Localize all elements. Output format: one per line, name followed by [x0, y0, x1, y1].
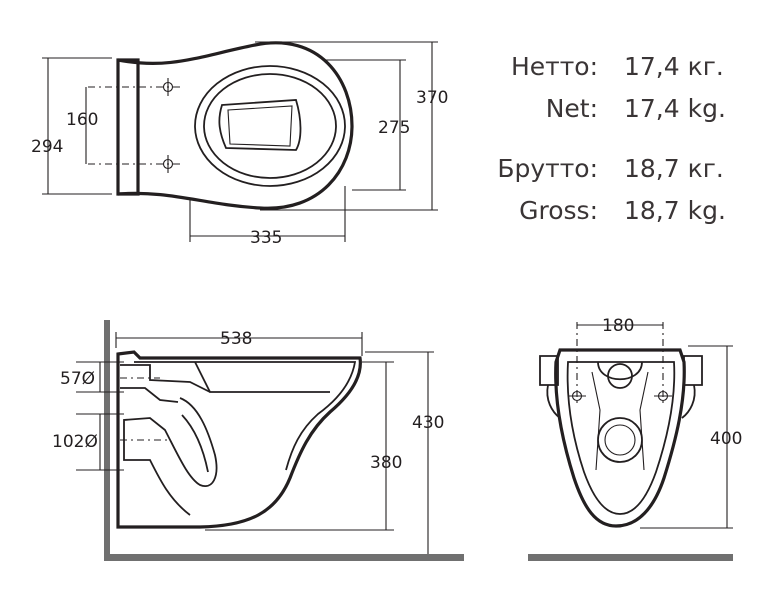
side-view: 538 57Ø 102Ø 380 430	[52, 320, 464, 561]
side-view-rim-inner	[134, 361, 357, 471]
dim-label-380: 380	[370, 453, 402, 473]
back-view-rib-left	[591, 371, 601, 471]
side-view-bowl-surface	[194, 361, 330, 393]
dim-label-294: 294	[31, 137, 63, 157]
weight-value-net-en: 17,4 kg.	[624, 94, 726, 123]
dim-label-102: 102Ø	[52, 432, 98, 452]
side-view-inlet-pipe	[120, 364, 211, 393]
side-view-floor	[104, 554, 464, 561]
back-view-right-curve	[681, 384, 696, 419]
dim-label-430: 430	[412, 413, 444, 433]
side-view-wall	[104, 320, 110, 560]
back-view-inner-contour	[566, 361, 676, 515]
back-view-floor	[528, 554, 733, 561]
dim-label-180: 180	[602, 316, 634, 336]
back-view-outlet-inner	[604, 424, 636, 456]
dim-label-538: 538	[220, 329, 252, 349]
side-view-trap	[123, 397, 218, 516]
back-view-right-ear	[683, 355, 703, 386]
top-view-rim-outer	[194, 65, 346, 187]
top-view-bowl-opening	[218, 99, 302, 151]
dim-label-57: 57Ø	[60, 369, 95, 389]
weight-label-gross-en: Gross:	[519, 196, 598, 225]
back-view-left-ear	[539, 355, 559, 386]
weight-label-net-en: Net:	[545, 94, 598, 123]
dim-label-335: 335	[250, 228, 282, 248]
side-view-trap-inner	[181, 414, 209, 473]
back-view-inlet-hole	[607, 363, 633, 389]
weight-label-gross-ru: Брутто:	[497, 154, 598, 183]
top-view: 294 160 335 275 370	[31, 41, 448, 248]
weight-value-gross-en: 18,7 kg.	[624, 196, 726, 225]
top-view-rim-inner	[203, 73, 337, 179]
dim-label-370: 370	[416, 88, 448, 108]
back-view: 180 400	[528, 316, 742, 561]
top-view-bowl-outline	[117, 41, 354, 210]
side-view-inlet-lower	[120, 387, 179, 403]
dim-label-275: 275	[378, 118, 410, 138]
back-view-inlet-notch	[597, 361, 643, 381]
weight-value-net-ru: 17,4 кг.	[624, 52, 724, 81]
back-view-rib-right	[639, 371, 649, 471]
back-view-body-outline	[554, 348, 686, 528]
top-view-wall-plate	[116, 58, 140, 196]
dim-label-160: 160	[66, 110, 98, 130]
dim-label-400: 400	[710, 429, 742, 449]
top-view-bowl-inner	[227, 105, 293, 147]
weight-label-net-ru: Нетто:	[510, 52, 598, 81]
weight-value-gross-ru: 18,7 кг.	[624, 154, 724, 183]
side-view-body-outline	[116, 350, 362, 529]
